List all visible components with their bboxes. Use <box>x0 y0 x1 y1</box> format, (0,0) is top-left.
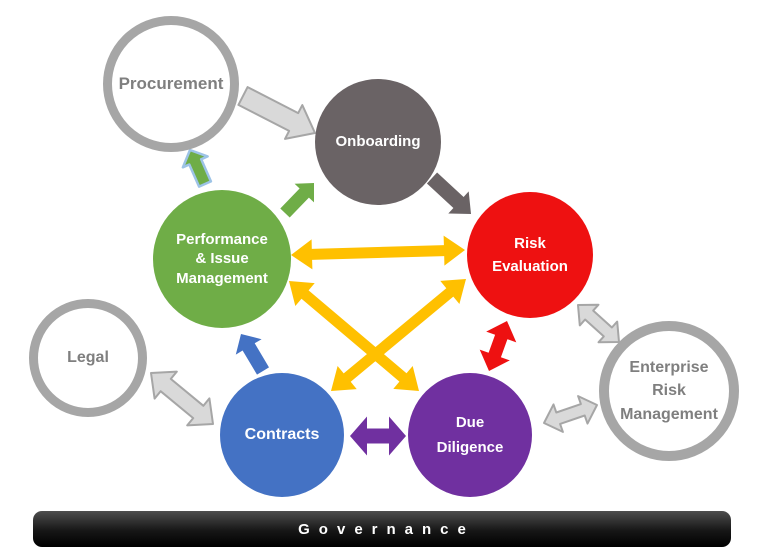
node-risk-evaluation: Risk Evaluation <box>467 192 593 318</box>
node-due-diligence: Due Diligence <box>408 373 532 497</box>
arrow-risk-evaluation-enterprise-risk-management <box>577 303 620 344</box>
arrow-performance-to-onboarding <box>280 183 314 218</box>
governance-banner-label: Governance <box>298 520 475 538</box>
arrow-procurement-to-onboarding <box>237 86 316 140</box>
arrow-due-diligence-enterprise-risk-management <box>543 395 598 433</box>
arrow-legal-contracts <box>150 370 214 427</box>
arrow-risk-evaluation-due-diligence <box>479 321 517 371</box>
node-risk-evaluation-label: Risk Evaluation <box>492 234 568 275</box>
node-procurement-label: Procurement <box>118 73 224 93</box>
node-onboarding: Onboarding <box>315 79 441 205</box>
node-legal: Legal <box>29 299 147 417</box>
node-performance-issue-management: Performance & Issue Management <box>153 190 291 328</box>
node-contracts: Contracts <box>220 373 344 497</box>
node-contracts-label: Contracts <box>244 426 320 444</box>
node-enterprise-risk-management-label: Enterprise Risk Management <box>620 359 718 423</box>
arrow-performance-risk-evaluation <box>291 235 465 270</box>
governance-banner: Governance <box>33 511 731 547</box>
arrow-contracts-to-performance <box>235 334 269 375</box>
node-legal-label: Legal <box>67 349 109 367</box>
arrow-contracts-due-diligence <box>350 416 406 456</box>
arrow-performance-to-procurement <box>181 148 213 188</box>
arrow-contracts-risk-evaluation <box>331 279 466 391</box>
node-performance-label: Performance & Issue Management <box>176 230 268 287</box>
node-procurement: Procurement <box>103 16 239 152</box>
arrow-onboarding-to-risk-evaluation <box>426 172 471 214</box>
node-enterprise-risk-management: Enterprise Risk Management <box>599 321 739 461</box>
node-due-diligence-label: Due Diligence <box>436 413 504 457</box>
arrow-performance-due-diligence <box>289 281 419 391</box>
node-onboarding-label: Onboarding <box>335 132 421 150</box>
